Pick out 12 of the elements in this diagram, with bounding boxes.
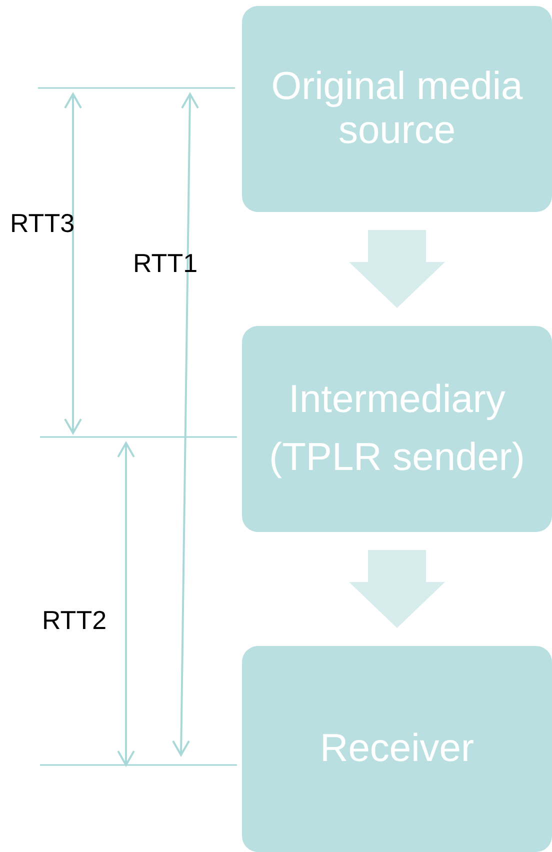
block-arrow: [349, 230, 445, 308]
process-box: [242, 646, 552, 852]
rtt-label: RTT2: [42, 605, 107, 636]
node-label: Intermediary: [288, 378, 506, 422]
rtt-label: RTT1: [133, 248, 198, 279]
node-label: (TPLR sender): [269, 436, 525, 480]
node-label: Receiver: [320, 727, 474, 771]
process-box: [242, 6, 552, 212]
node-label: Original media source: [270, 65, 524, 153]
block-arrow: [349, 550, 445, 628]
rtt-label: RTT3: [10, 208, 75, 239]
process-box: [242, 326, 552, 532]
